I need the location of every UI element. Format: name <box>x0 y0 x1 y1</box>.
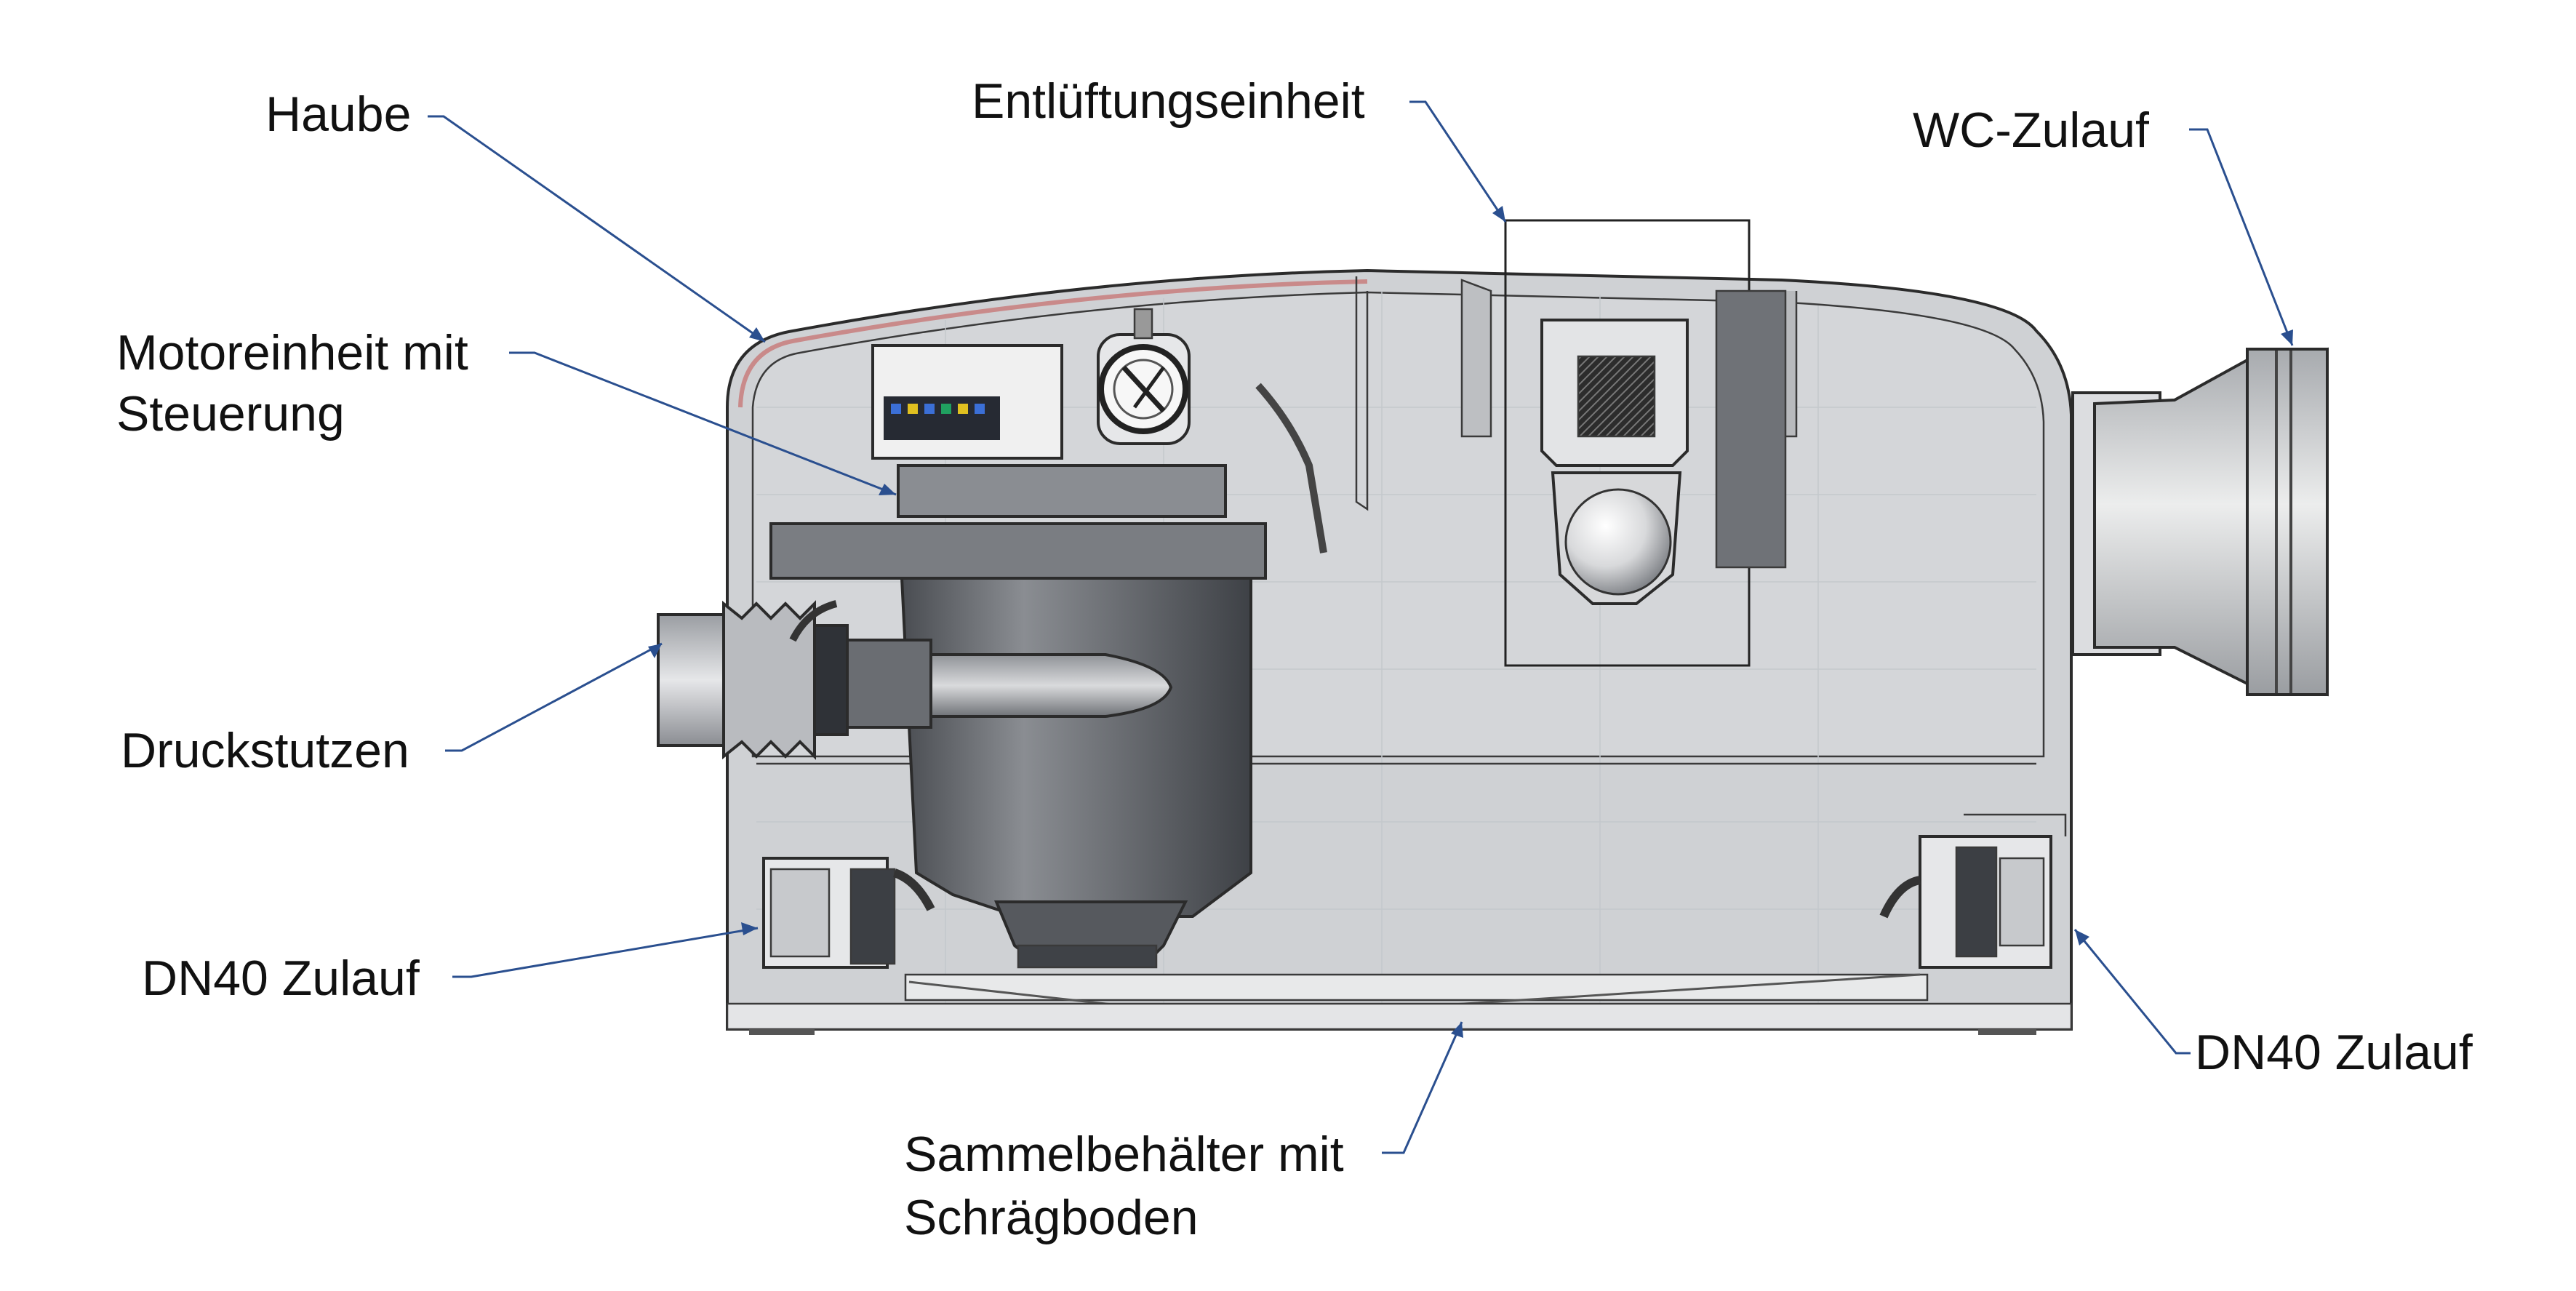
dn40-inlet-right <box>1879 813 2067 969</box>
wc-inlet <box>2071 347 2329 697</box>
pressure-outlet-fitting <box>657 600 849 760</box>
inner-wall-upper <box>1355 276 1369 511</box>
motor-housing <box>900 577 1252 918</box>
label-motor-unit-line2: Steuerung <box>116 386 345 441</box>
cover-edge <box>738 279 1368 408</box>
label-collection-tank-line2: Schrägboden <box>904 1190 1199 1245</box>
label-dn40-inlet-right: DN40 Zulauf <box>2195 1025 2473 1080</box>
float-ball-icon <box>1564 488 1672 596</box>
label-pressure-outlet: Druckstutzen <box>121 723 409 778</box>
label-venting-unit: Entlüftungseinheit <box>972 73 1365 129</box>
base-plate <box>726 1002 2073 1031</box>
pressure-gauge-icon <box>1097 308 1191 445</box>
label-collection-tank-line1: Sammelbehälter mit <box>904 1127 1344 1182</box>
label-haube: Haube <box>265 87 411 142</box>
inner-wall-upper-2 <box>1255 383 1327 553</box>
inclined-bottom <box>904 973 1929 1002</box>
foot-left <box>749 1029 815 1035</box>
control-board <box>884 396 1000 440</box>
dn40-inlet-left <box>762 857 935 969</box>
label-motor-unit-line1: Motoreinheit mit <box>116 325 468 380</box>
label-wc-inlet: WC-Zulauf <box>1913 103 2149 158</box>
label-dn40-inlet-left: DN40 Zulauf <box>142 951 420 1006</box>
leader-lines <box>428 100 2294 1154</box>
upper-frame <box>897 464 1227 518</box>
venting-unit <box>1460 219 1787 667</box>
mounting-plate <box>769 522 1267 580</box>
foot-right <box>1978 1029 2036 1035</box>
labels: Haube Motoreinheit mit Steuerung Druckst… <box>116 73 2473 1245</box>
outlet-nozzle <box>922 653 1173 718</box>
motor-unit <box>769 308 1267 969</box>
